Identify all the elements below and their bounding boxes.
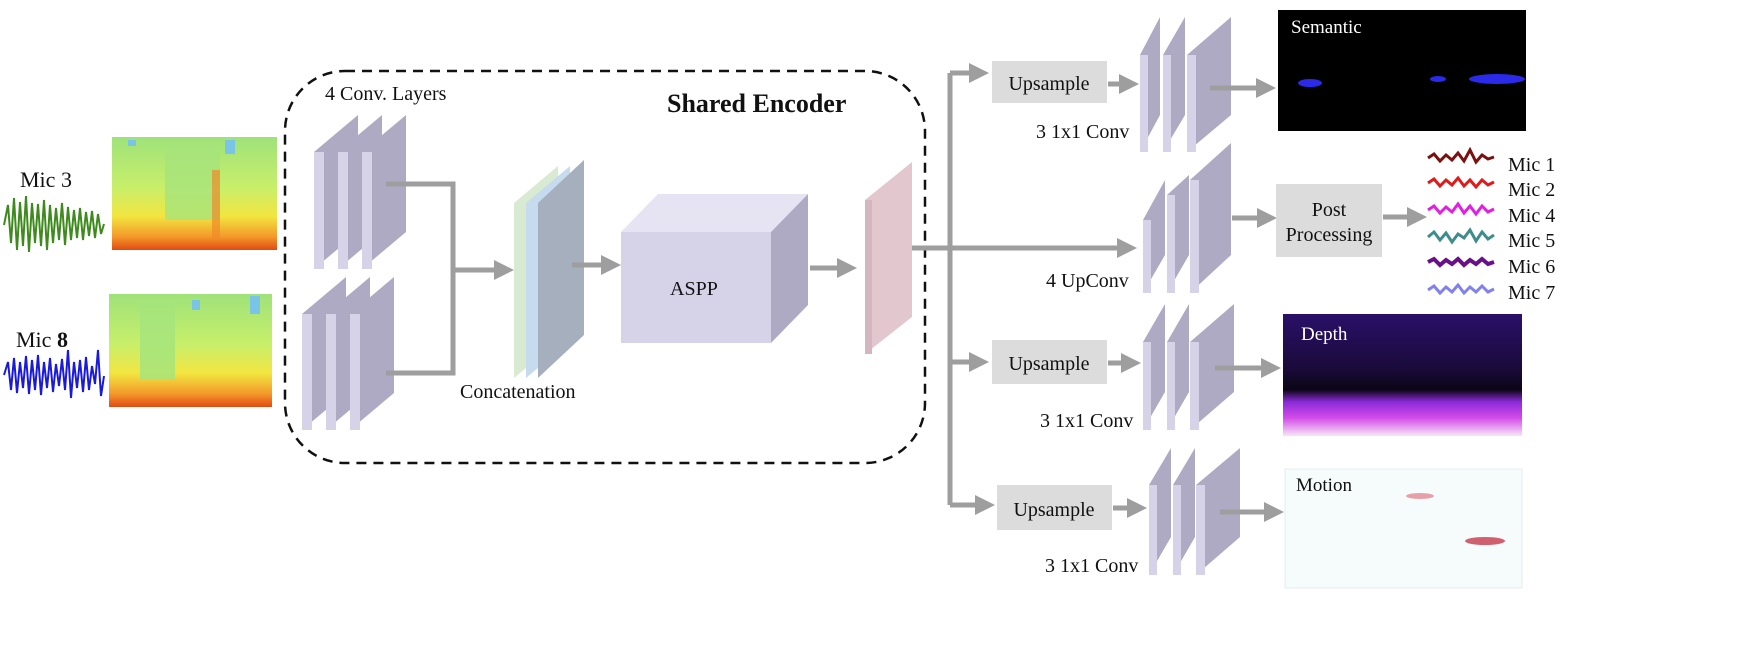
mic-output-wave-5 [1427, 256, 1495, 268]
semantic-output [1278, 10, 1526, 131]
spectrogram-patch [128, 140, 136, 146]
spectrogram-patch [140, 300, 175, 380]
layer-plate [1173, 448, 1195, 575]
layer-plate [1163, 17, 1185, 152]
shared-encoder-title: Shared Encoder [667, 89, 846, 118]
feature-map-edge [865, 200, 872, 354]
feature-map [865, 162, 912, 354]
upsample-label-1: Upsample [1008, 73, 1089, 95]
motion-label: Motion [1296, 475, 1352, 496]
layer-plate [1196, 448, 1240, 575]
semantic-blob [1469, 74, 1525, 84]
upsample-box-1 [992, 61, 1107, 103]
conv-stack-head-4 [1149, 448, 1240, 575]
mic-8-spectrogram [109, 294, 272, 407]
upsample-box-3 [992, 340, 1107, 384]
mic-8-waveform [3, 349, 105, 399]
conv-stack-bottom [302, 277, 394, 430]
mic-output-label-1: Mic 1 [1508, 154, 1555, 176]
upsample-box-4 [997, 485, 1112, 530]
mic-output-wave-4 [1427, 227, 1495, 245]
layer-plate [1140, 17, 1160, 152]
semantic-blob [1298, 79, 1322, 87]
layer-plate [1190, 304, 1234, 430]
spectrogram-patch [225, 140, 235, 154]
mic-output-wave-1 [1427, 146, 1495, 165]
semantic-blob [1430, 76, 1446, 82]
post-processing-box [1276, 184, 1382, 257]
layer-plate [1143, 304, 1165, 430]
mic-3-label: Mic 3 [20, 167, 72, 192]
motion-streak [1465, 537, 1505, 545]
conv-stack-head-2 [1143, 143, 1231, 293]
spectrogram-patch [165, 145, 220, 220]
spectrogram-patch [250, 296, 260, 314]
input-mic-3: Mic 3 [3, 137, 277, 253]
concatenation-label: Concatenation [460, 381, 576, 403]
conv-stack-head-3 [1143, 304, 1234, 430]
concatenation-block [514, 160, 584, 378]
layer-plate [362, 115, 406, 269]
merge-connector [386, 181, 456, 376]
conv-label-3: 3 1x1 Conv [1040, 410, 1133, 432]
conv-label-1: 3 1x1 Conv [1036, 121, 1129, 143]
conv-stack-head-1 [1140, 17, 1231, 152]
motion-output [1284, 468, 1523, 589]
conv-label-2: 4 UpConv [1046, 270, 1129, 292]
mic-output-label-6: Mic 7 [1508, 282, 1555, 304]
mic-output-wave-3 [1427, 201, 1495, 217]
layer-plate [350, 277, 394, 430]
aspp-block [621, 194, 808, 343]
upsample-label-3: Upsample [1008, 353, 1089, 375]
conv-label-4: 3 1x1 Conv [1045, 555, 1138, 577]
depth-output [1283, 314, 1522, 436]
mic-output-label-4: Mic 5 [1508, 230, 1555, 252]
layer-plate [1167, 304, 1189, 430]
conv-layers-label: 4 Conv. Layers [325, 83, 447, 105]
upsample-label-4: Upsample [1013, 499, 1094, 521]
mic-output-list: Mic 1 Mic 2 Mic 4 Mic 5 Mic 6 Mic 7 [1427, 146, 1555, 304]
mic-output-wave-6 [1427, 282, 1495, 296]
mic-output-label-3: Mic 4 [1508, 205, 1555, 227]
post-processing-label-line1: Post [1312, 199, 1347, 221]
mic-output-label-5: Mic 6 [1508, 256, 1555, 278]
layer-plate [1149, 448, 1171, 575]
mic-3-waveform [3, 195, 105, 253]
spectrogram-patch [192, 300, 200, 310]
post-processing-label-line2: Processing [1286, 224, 1373, 246]
layer-plate [1143, 180, 1165, 293]
depth-label: Depth [1301, 324, 1348, 345]
input-mic-8: Mic 8 [3, 294, 272, 407]
mic-output-label-2: Mic 2 [1508, 179, 1555, 201]
layer-plate [1167, 175, 1189, 293]
motion-streak [1406, 493, 1434, 499]
layer-plate [1187, 17, 1231, 152]
semantic-label: Semantic [1291, 17, 1362, 38]
aspp-label: ASPP [670, 278, 718, 300]
spectrogram-patch [212, 170, 220, 240]
shared-encoder-boundary [283, 69, 927, 465]
layer-plate [1190, 143, 1231, 293]
conv-stack-top [314, 115, 406, 269]
mic-output-wave-2 [1427, 175, 1495, 190]
mic-8-label: Mic 8 [16, 327, 68, 352]
